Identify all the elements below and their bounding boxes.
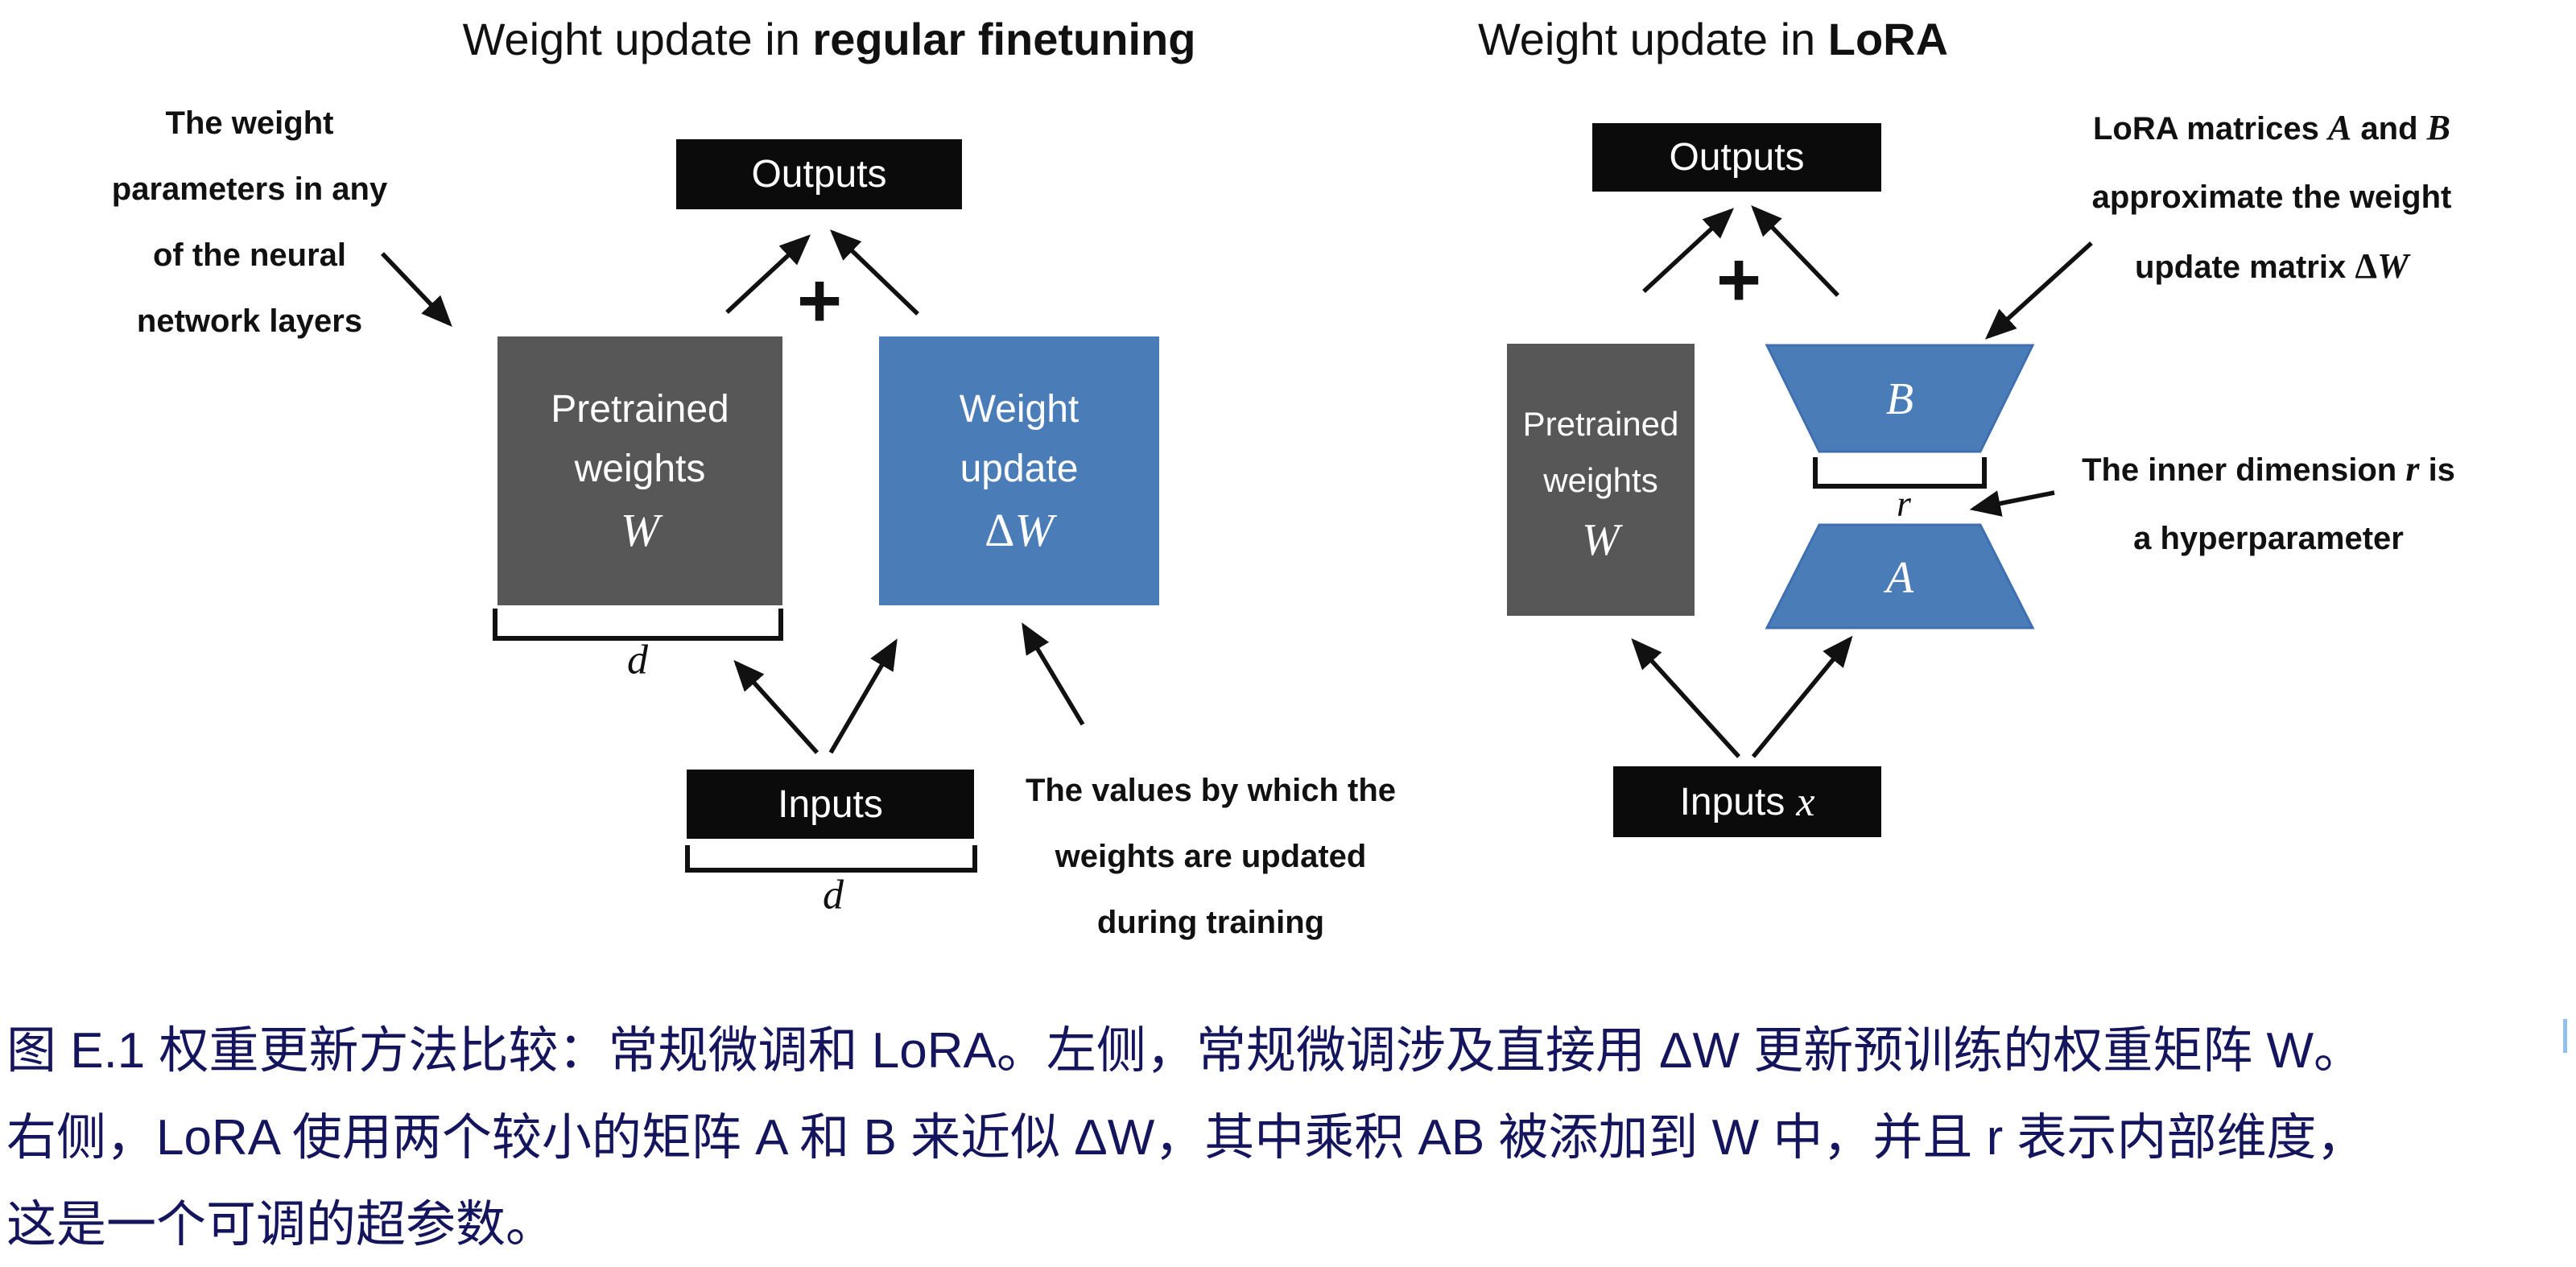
plus-sign-right: +: [1715, 237, 1762, 323]
annotation-inner-dimension: The inner dimension r is a hyperparamete…: [2082, 435, 2455, 573]
left-title-prefix: Weight update in: [462, 14, 813, 64]
bracket-left-weights-width: [493, 609, 783, 641]
pretrained-weights-box-right: Pretrained weights W: [1507, 344, 1695, 616]
pretrained-symbol-w: W: [1582, 515, 1620, 565]
pretrained-line1: Pretrained: [551, 388, 729, 431]
arrow-values-annotation-to-update: [1022, 622, 1085, 726]
annotation-line: approximate the weight: [2091, 180, 2452, 215]
annotation-segment: and: [2351, 111, 2427, 147]
bracket-left-inputs-width: [685, 845, 977, 873]
inputs-box-left: Inputs: [687, 770, 974, 839]
lora-matrix-a-label: A: [1885, 553, 1914, 603]
outputs-label-right: Outputs: [1669, 136, 1805, 179]
annotation-segment: LoRA matrices: [2093, 111, 2328, 147]
inputs-box-right: Inputs x: [1613, 766, 1881, 837]
outputs-box-right: Outputs: [1592, 123, 1881, 192]
annotation-weight-parameters: The weight parameters in any of the neur…: [112, 90, 387, 354]
text-cursor-artifact: [2563, 1019, 2567, 1053]
arrow-left-weights-to-outputs: [725, 234, 811, 315]
annotation-line: LoRA matrices A and B: [2092, 93, 2452, 163]
annotation-math-delta-w: ΔW: [2355, 246, 2409, 286]
delta-glyph: Δ: [985, 504, 1015, 556]
delta-glyph: Δ: [2355, 246, 2377, 286]
pretrained-line2: weights: [574, 448, 706, 490]
arrow-right-inputs-to-matrix-a: [1751, 635, 1853, 758]
right-panel-title: Weight update in LoRA: [1478, 13, 1948, 65]
outputs-box-left: Outputs: [676, 139, 962, 209]
annotation-math-b: B: [2426, 108, 2450, 147]
plus-sign-left: +: [796, 258, 843, 344]
arrow-weights-annotation-to-box: [381, 252, 452, 327]
annotation-math-r: r: [2405, 449, 2420, 489]
pretrained-line2: weights: [1543, 461, 1658, 499]
annotation-line: a hyperparameter: [2133, 521, 2404, 556]
update-line2: update: [960, 448, 1079, 490]
arrow-left-update-to-outputs: [830, 229, 919, 316]
annotation-line: network layers: [136, 303, 363, 339]
annotation-line: parameters in any: [111, 171, 388, 207]
annotation-line: of the neural: [152, 237, 347, 273]
annotation-line: weights are updated: [1055, 839, 1367, 874]
w-glyph: W: [2376, 246, 2409, 286]
annotation-line: update matrix ΔW: [2092, 232, 2452, 301]
arrow-matrices-annotation-to-b: [1984, 241, 2093, 340]
dim-label-inputs-d: d: [823, 872, 844, 918]
inputs-symbol-x: x: [1796, 778, 1815, 825]
arrow-right-inputs-to-weights: [1631, 638, 1741, 758]
weight-update-box: Weight update ΔW: [879, 336, 1159, 605]
annotation-line: during training: [1096, 905, 1325, 940]
w-glyph: W: [1014, 504, 1054, 556]
arrow-left-inputs-to-weights: [733, 659, 819, 754]
inputs-label-left: Inputs: [778, 782, 883, 826]
annotation-update-values: The values by which the weights are upda…: [1026, 757, 1396, 955]
caption-line-1: 图 E.1 权重更新方法比较：常规微调和 LoRA。左侧，常规微调涉及直接用 Δ…: [6, 1023, 2363, 1079]
annotation-line: The weight: [165, 105, 334, 141]
annotation-lora-matrices: LoRA matrices A and B approximate the we…: [2092, 93, 2452, 301]
annotation-segment: is: [2419, 452, 2455, 488]
right-title-bold: LoRA: [1827, 14, 1949, 64]
annotation-line: The values by which the: [1025, 773, 1397, 808]
arrow-rank-annotation-to-r: [1969, 490, 2055, 517]
dim-label-weights-d: d: [627, 637, 648, 683]
caption-line-3: 这是一个可调的超参数。: [6, 1197, 556, 1253]
annotation-segment: The inner dimension: [2082, 452, 2406, 488]
outputs-label-left: Outputs: [751, 153, 887, 196]
arrow-left-inputs-to-update: [828, 638, 898, 754]
annotation-line: The inner dimension r is: [2082, 435, 2455, 504]
annotation-math-a: A: [2327, 108, 2352, 147]
lora-matrix-b-label: B: [1885, 374, 1914, 424]
annotation-segment: update matrix: [2134, 250, 2355, 285]
inputs-label-right: Inputs: [1679, 780, 1785, 823]
figure-caption: 图 E.1 权重更新方法比较：常规微调和 LoRA。左侧，常规微调涉及直接用 Δ…: [6, 1008, 2366, 1267]
arrow-right-lora-to-outputs: [1751, 205, 1839, 297]
pretrained-symbol-w: W: [620, 504, 660, 556]
pretrained-line1: Pretrained: [1522, 405, 1679, 443]
right-title-prefix: Weight update in: [1477, 14, 1828, 64]
update-line1: Weight: [959, 388, 1080, 431]
caption-line-2: 右侧，LoRA 使用两个较小的矩阵 A 和 B 来近似 ΔW，其中乘积 AB 被…: [6, 1110, 2367, 1166]
left-title-bold: regular finetuning: [812, 14, 1196, 64]
pretrained-weights-box-left: Pretrained weights W: [497, 336, 782, 605]
rank-label-r: r: [1897, 482, 1911, 524]
left-panel-title: Weight update in regular finetuning: [463, 13, 1196, 65]
update-symbol-delta-w: ΔW: [985, 499, 1054, 562]
